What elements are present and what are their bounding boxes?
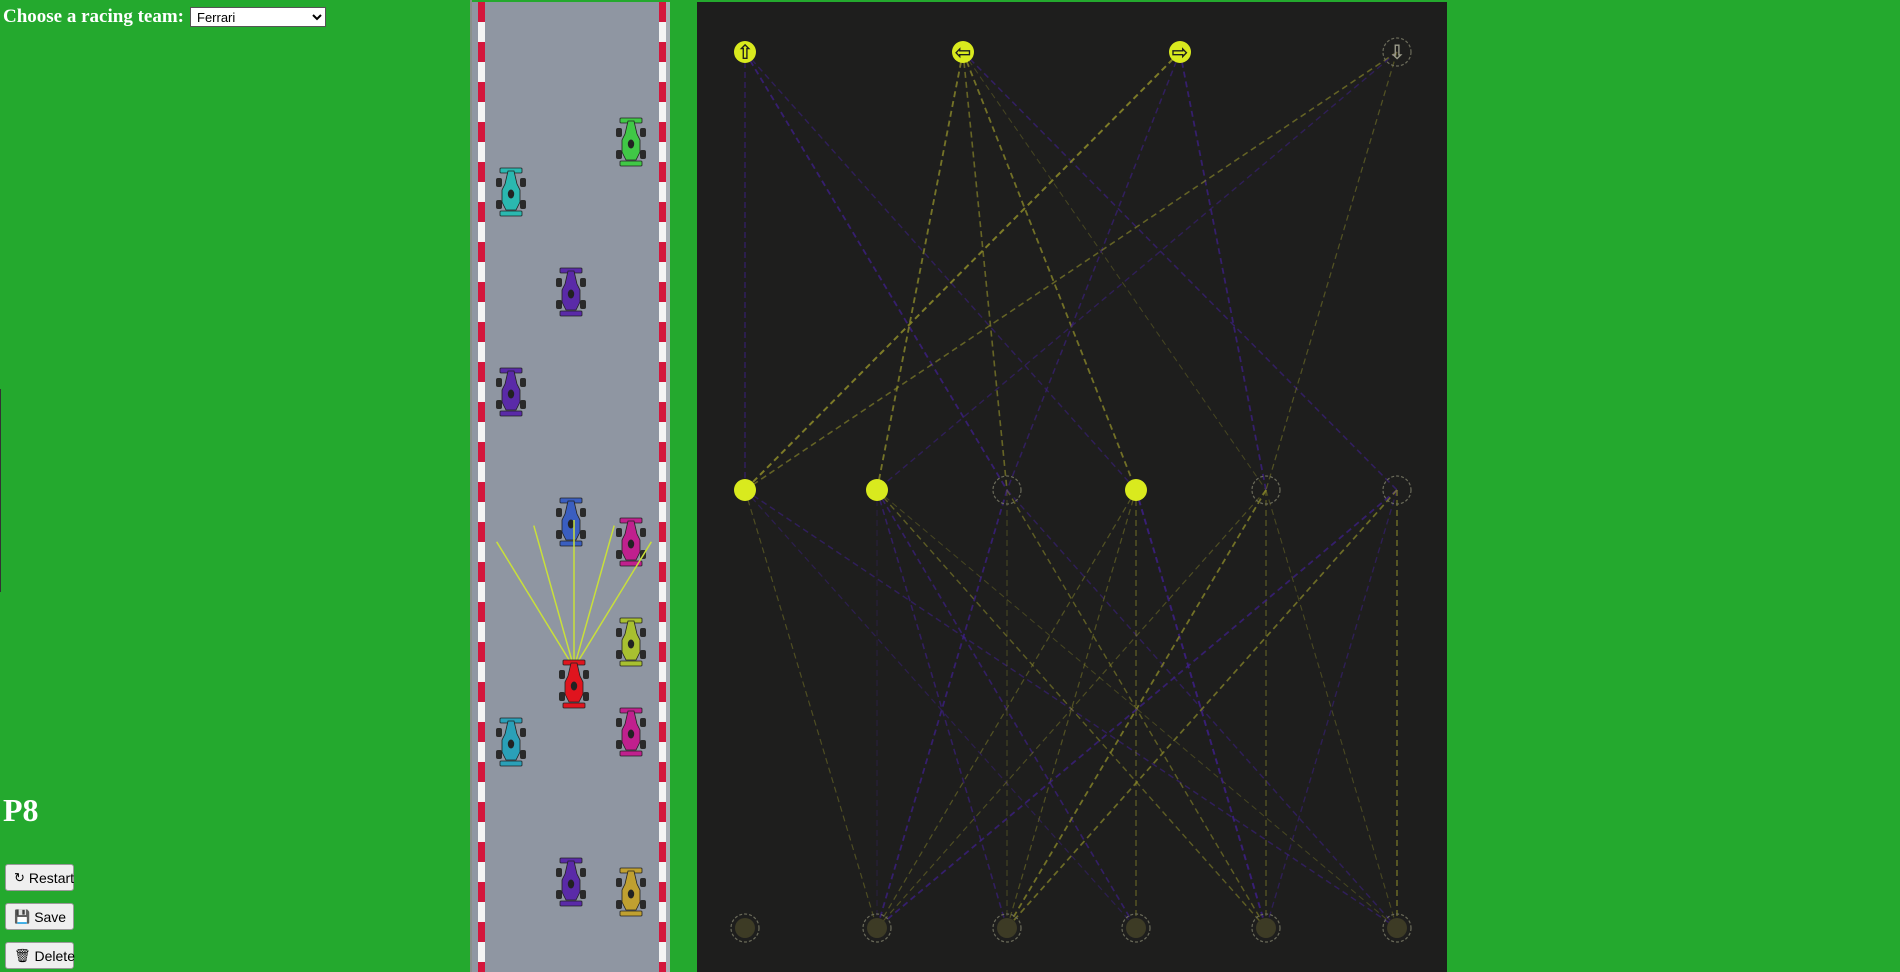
trash-icon: 🗑	[14, 947, 31, 963]
traffic-car	[616, 867, 646, 917]
hidden-node	[1382, 475, 1412, 505]
weight-edge	[744, 489, 878, 929]
network-nodes: ⇧ ⇦ ⇨ ⇩	[730, 37, 1412, 943]
right-curb	[659, 2, 666, 972]
save-button[interactable]: 💾 Save	[5, 903, 74, 930]
weight-edge	[876, 489, 1008, 929]
weight-edge	[744, 51, 1181, 491]
weight-edge	[876, 51, 1398, 491]
save-icon: 💾	[14, 908, 31, 924]
input-node	[1121, 913, 1151, 943]
weight-edge	[876, 489, 1137, 929]
track-edge	[666, 2, 670, 972]
weight-edge	[1006, 489, 1137, 929]
hidden-node	[734, 479, 756, 501]
weight-edge	[876, 489, 1267, 929]
weight-edge	[962, 51, 1398, 491]
up-arrow-icon: ⇧	[737, 40, 754, 64]
weight-edge	[1006, 489, 1398, 929]
race-position: P8	[3, 792, 39, 828]
input-node	[1251, 913, 1281, 943]
weight-edge	[876, 489, 1267, 929]
left-curb	[478, 2, 485, 972]
weight-edge	[1006, 51, 1181, 491]
weight-edge	[876, 489, 1398, 929]
panel-divider	[0, 389, 1, 592]
traffic-car	[496, 167, 526, 217]
traffic-car	[616, 117, 646, 167]
team-selector: Choose a racing team: Ferrari	[3, 4, 326, 30]
weight-edge	[744, 51, 1398, 491]
team-select[interactable]: Ferrari	[190, 7, 326, 27]
restart-button[interactable]: ↻ Restart	[5, 864, 74, 891]
left-arrow-icon: ⇦	[955, 40, 972, 64]
weight-edge	[962, 51, 1137, 491]
network-visualizer: ⇧ ⇦ ⇨ ⇩	[697, 2, 1447, 972]
output-node: ⇧	[734, 40, 756, 64]
weight-edge	[876, 489, 1137, 929]
traffic-car	[496, 367, 526, 417]
weight-edge	[876, 489, 1398, 929]
weight-edge	[1135, 489, 1267, 929]
input-node	[992, 913, 1022, 943]
right-arrow-icon: ⇨	[1172, 40, 1189, 64]
input-node	[862, 913, 892, 943]
output-node: ⇦	[952, 40, 974, 64]
hidden-node	[992, 475, 1022, 505]
team-label: Choose a racing team:	[3, 6, 184, 27]
save-label: Save	[34, 908, 67, 925]
weight-edge	[1265, 489, 1398, 929]
weight-edge	[962, 51, 1267, 491]
traffic-car	[496, 717, 526, 767]
output-node: ⇩	[1382, 37, 1412, 67]
traffic-car	[616, 707, 646, 757]
restart-label: Restart	[28, 869, 75, 886]
traffic-car	[556, 267, 586, 317]
hidden-node	[866, 479, 888, 501]
weight-edge	[962, 51, 1008, 491]
weight-edge	[744, 51, 1008, 491]
network-graph: ⇧ ⇦ ⇨ ⇩	[730, 37, 1412, 943]
weight-edge	[744, 489, 1137, 929]
weight-edge	[1265, 51, 1398, 491]
hidden-node	[1251, 475, 1281, 505]
output-node: ⇨	[1169, 40, 1191, 64]
restart-icon: ↻	[14, 869, 25, 885]
weight-edge	[876, 489, 1008, 929]
hidden-node	[1125, 479, 1147, 501]
weight-edge	[1265, 489, 1398, 929]
input-node	[1382, 913, 1412, 943]
delete-label: Delete	[34, 947, 75, 964]
weight-edge	[876, 51, 964, 491]
network-edges	[744, 51, 1398, 929]
input-node	[730, 913, 760, 943]
track-shoulder	[470, 0, 472, 972]
player-car	[559, 659, 589, 709]
weight-edge	[744, 51, 1137, 491]
traffic-car	[556, 857, 586, 907]
delete-button[interactable]: 🗑 Delete	[5, 942, 75, 969]
weight-edge	[1179, 51, 1267, 491]
down-arrow-icon: ⇩	[1389, 40, 1406, 64]
